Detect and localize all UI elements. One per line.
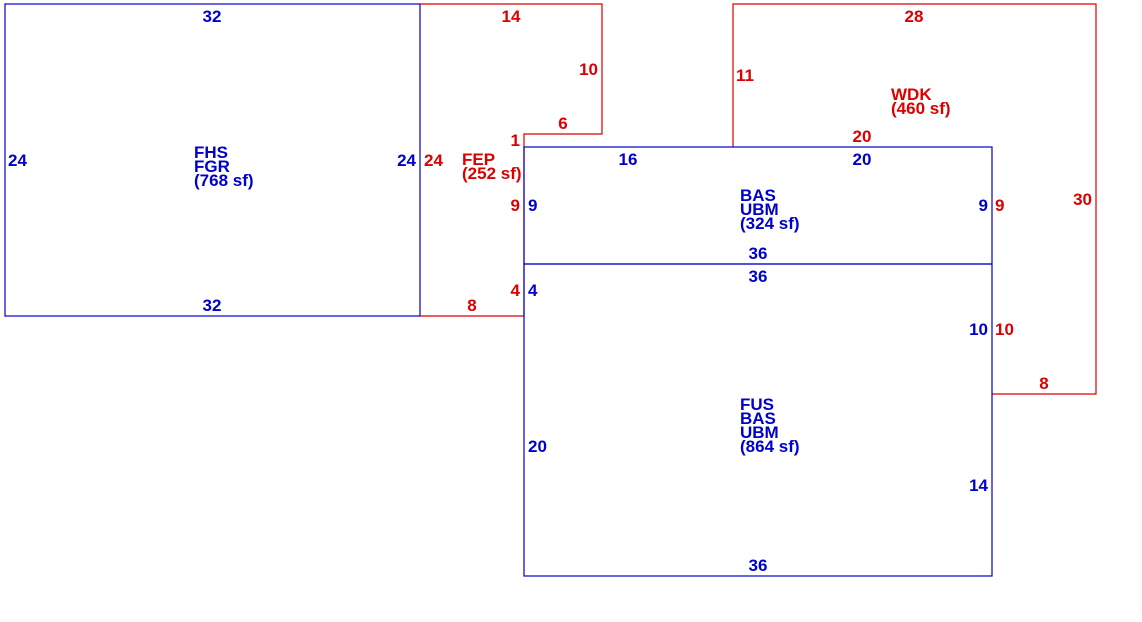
fus-area-label: FUS BAS UBM (864 sf)	[740, 395, 800, 456]
fus-code-1: FUS	[740, 395, 774, 414]
fep-area-label: FEP (252 sf)	[462, 150, 522, 183]
dim-bas-bottom: 36	[749, 244, 768, 263]
fep-code: FEP	[462, 150, 495, 169]
dim-wdk-top: 28	[905, 7, 924, 26]
fus-outline	[523, 263, 993, 577]
dim-fus-top: 36	[749, 267, 768, 286]
dim-fep-right-upper: 10	[579, 60, 598, 79]
dim-fhs-top: 32	[203, 7, 222, 26]
dim-fus-left: 20	[528, 437, 547, 456]
dim-fep-right-mid: 9	[511, 196, 520, 215]
dim-fhs-right: 24	[397, 151, 416, 170]
dim-fep-right-low: 4	[511, 281, 521, 300]
fhs-code-1: FHS	[194, 143, 228, 162]
dim-bas-top: 16	[619, 150, 638, 169]
wdk-outline	[732, 3, 1097, 395]
dim-fep-bottom: 8	[467, 296, 476, 315]
dim-wdk-right: 30	[1073, 190, 1092, 209]
dim-fep-top: 14	[502, 7, 521, 26]
dim-wdk-right-low: 10	[995, 320, 1014, 339]
fhs-outline	[4, 3, 421, 317]
bas-area-label: BAS UBM (324 sf)	[740, 186, 800, 233]
fhs-area: (768 sf)	[194, 171, 254, 190]
wdk-area: (460 sf)	[891, 99, 951, 118]
fhs-code-2: FGR	[194, 157, 230, 176]
dim-bas-top-right: 20	[853, 150, 872, 169]
dim-fep-step-top: 6	[558, 114, 567, 133]
fus-code-3: UBM	[740, 423, 779, 442]
fus-code-2: BAS	[740, 409, 776, 428]
dim-fus-bottom: 36	[749, 556, 768, 575]
dim-fep-step-side: 1	[511, 131, 520, 150]
fus-area: (864 sf)	[740, 437, 800, 456]
dim-fus-left-upper: 4	[528, 281, 538, 300]
bas-code-2: UBM	[740, 200, 779, 219]
dim-bas-left: 9	[528, 196, 537, 215]
fep-area: (252 sf)	[462, 164, 522, 183]
bas-code-1: BAS	[740, 186, 776, 205]
fep-outline	[420, 3, 603, 317]
dim-fhs-left: 24	[8, 151, 27, 170]
dim-wdk-bottom: 8	[1039, 374, 1048, 393]
dim-bas-right: 9	[979, 196, 988, 215]
dim-fus-right-upper: 10	[969, 320, 988, 339]
wdk-area-label: WDK (460 sf)	[891, 85, 951, 118]
dim-wdk-inner: 20	[853, 127, 872, 146]
dim-fep-left: 24	[424, 151, 443, 170]
fhs-area-label: FHS FGR (768 sf)	[194, 143, 254, 190]
dim-fus-right: 14	[969, 476, 988, 495]
bas-area: (324 sf)	[740, 214, 800, 233]
dim-fhs-bottom: 32	[203, 296, 222, 315]
dim-wdk-right-mid: 9	[995, 196, 1004, 215]
dim-wdk-left: 11	[736, 66, 754, 85]
wdk-code: WDK	[891, 85, 932, 104]
